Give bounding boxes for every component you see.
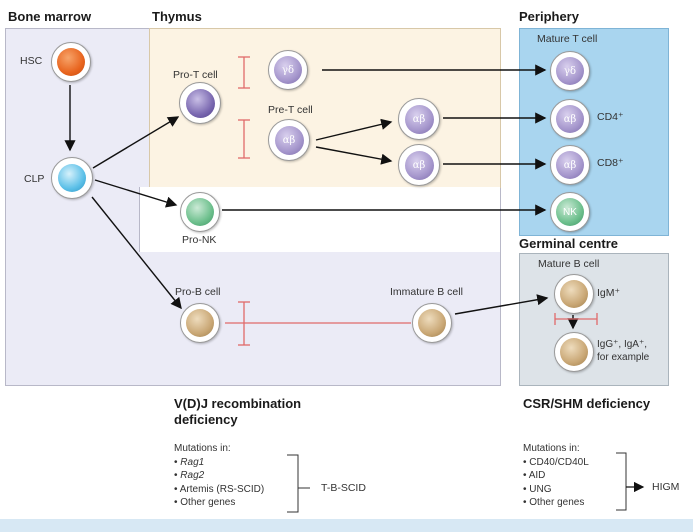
arrow-clp-prot: [92, 116, 180, 169]
csr-mutation-list: Mutations in: • CD40/CD40L • AID • UNG •…: [523, 442, 589, 510]
ab-nucleus-dp-1: αβ: [404, 104, 434, 134]
igg-nucleus: [560, 338, 588, 366]
gd-nucleus-mature: γδ: [556, 57, 584, 85]
cd4-nucleus: αβ: [556, 105, 584, 133]
csr-item-ung-text: UNG: [529, 483, 552, 495]
ab-cell-dp-2: αβ: [398, 144, 440, 186]
bone-marrow-header: Bone marrow: [8, 9, 92, 24]
gd-cell-mature: γδ: [550, 51, 590, 91]
csr-item-ung: • UNG: [523, 483, 552, 495]
vdj-title-line2: deficiency: [174, 412, 238, 427]
nk-cell: NK: [550, 192, 590, 232]
igg-label: IgG⁺, IgA⁺, for example: [597, 338, 649, 364]
igm-cell: [554, 274, 594, 314]
igg-cell: [554, 332, 594, 372]
pro-t-label: Pro-T cell: [173, 69, 218, 81]
pro-b-label: Pro-B cell: [175, 286, 221, 298]
gd-cell-thymus: γδ: [268, 50, 308, 90]
immature-b-cell: [412, 303, 452, 343]
csr-item-aid-text: AID: [528, 470, 546, 481]
ab-nucleus-dp-2: αβ: [404, 150, 434, 180]
ab-nucleus-pre-t: αβ: [274, 125, 304, 155]
germinal-centre-header: Germinal centre: [519, 236, 618, 251]
hsc-cell: [51, 42, 91, 82]
mature-t-label: Mature T cell: [537, 33, 598, 45]
csr-shm-title: CSR/SHM deficiency: [523, 396, 651, 411]
vdj-item-artemis-text: Artemis (RS-SCID): [179, 483, 265, 495]
t-b-scid-label: T-B-SCID: [321, 482, 366, 494]
arrow-ab-ab1: [315, 118, 393, 141]
vdj-title: V(D)J recombination deficiency: [174, 396, 301, 428]
pro-nk-nucleus: [186, 198, 214, 226]
ab-cell-dp-1: αβ: [398, 98, 440, 140]
hsc-nucleus: [57, 48, 85, 76]
clp-cell: [51, 157, 93, 199]
cd8-nucleus: αβ: [556, 151, 584, 179]
pre-t-label: Pre-T cell: [268, 104, 313, 116]
clp-nucleus: [58, 164, 86, 192]
arrow-clp-pronk: [94, 179, 178, 208]
mature-b-label: Mature B cell: [538, 258, 600, 270]
periphery-region: [519, 28, 669, 236]
vdj-item-rag2-text: Rag2: [180, 470, 205, 481]
vdj-item-rag1-text: Rag1: [180, 456, 205, 468]
arrow-ab-ab2: [315, 146, 393, 165]
arrow-clp-prob: [91, 196, 182, 310]
vdj-mutations-label: Mutations in:: [174, 443, 231, 454]
igg-label-line2: for example: [597, 352, 650, 363]
pro-nk-label: Pro-NK: [182, 234, 217, 246]
vdj-title-line1: V(D)J recombination: [174, 396, 302, 411]
immature-b-label: Immature B cell: [390, 286, 463, 298]
periphery-header: Periphery: [519, 9, 579, 24]
immature-b-nucleus: [418, 309, 446, 337]
arrow-immb-matb: [454, 294, 549, 315]
ab-cell-pre-t: αβ: [268, 119, 310, 161]
igg-label-line1: IgG⁺, IgA⁺,: [597, 339, 648, 350]
csr-mutations-label: Mutations in:: [523, 443, 580, 454]
clp-label: CLP: [24, 173, 45, 185]
gd-nucleus-thymus: γδ: [274, 56, 302, 84]
cd8-cell: αβ: [550, 145, 590, 185]
csr-item-aid: • AID: [523, 470, 546, 481]
cd8-label: CD8⁺: [597, 157, 624, 169]
nk-nucleus: NK: [556, 198, 584, 226]
higm-label: HIGM: [652, 481, 680, 493]
bottom-band: [0, 519, 693, 532]
igm-label: IgM⁺: [597, 287, 621, 299]
vdj-item-artemis: • Artemis (RS-SCID): [174, 483, 265, 495]
hsc-label: HSC: [20, 55, 43, 67]
pro-nk-cell: [180, 192, 220, 232]
pro-t-cell: [179, 82, 221, 124]
pro-b-cell: [180, 303, 220, 343]
vdj-item-other: • Other genes: [174, 497, 236, 508]
cd4-cell: αβ: [550, 99, 590, 139]
pro-b-nucleus: [186, 309, 214, 337]
igm-nucleus: [560, 280, 588, 308]
csr-item-cd40-text: CD40/CD40L: [529, 456, 589, 468]
csr-item-cd40: • CD40/CD40L: [523, 456, 589, 468]
thymus-header: Thymus: [152, 9, 202, 24]
pro-t-nucleus: [185, 88, 215, 118]
vdj-item-rag1: • Rag1: [174, 456, 205, 468]
vdj-item-other-text: Other genes: [180, 497, 236, 508]
vdj-item-rag2: • Rag2: [174, 470, 205, 481]
vdj-mutation-list: Mutations in: • Rag1 • Rag2 • Artemis (R…: [174, 442, 264, 510]
csr-item-other: • Other genes: [523, 497, 585, 508]
csr-item-other-text: Other genes: [529, 497, 585, 508]
cd4-label: CD4⁺: [597, 111, 624, 123]
